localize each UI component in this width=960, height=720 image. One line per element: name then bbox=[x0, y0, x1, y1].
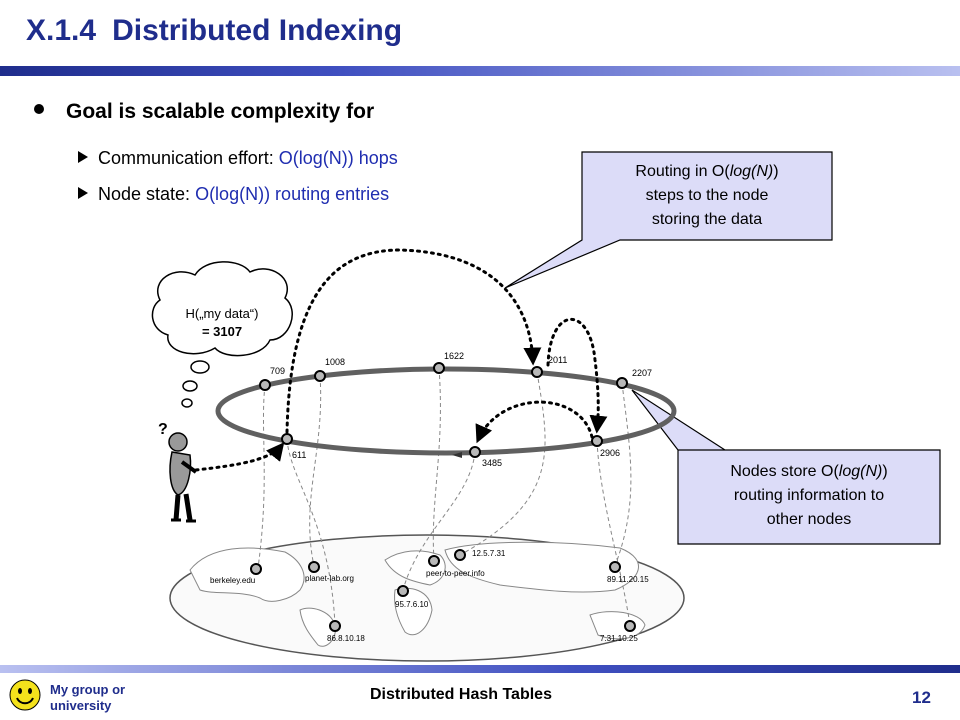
callout-right-line2: routing information to bbox=[733, 487, 885, 504]
footer-title: Distributed Hash Tables bbox=[370, 686, 552, 703]
sub-bullet-node-state: Node state: O(log(N)) routing entries bbox=[78, 184, 389, 205]
callout-right-text: Nodes store O(log(N)) routing informatio… bbox=[680, 460, 938, 532]
callout-top-line2: steps to the node bbox=[645, 187, 769, 204]
world-node-label: planet-lab.org bbox=[305, 574, 354, 583]
triangle-bullet-icon bbox=[78, 151, 88, 164]
thought-line2: = 3107 bbox=[202, 324, 242, 339]
world-node bbox=[397, 585, 409, 597]
ring-node bbox=[531, 366, 543, 378]
world-node bbox=[428, 555, 440, 567]
ring-node-label: 2906 bbox=[600, 448, 620, 458]
bullet-text: Goal is scalable complexity for bbox=[66, 100, 375, 123]
sub-bullet-label: Node state: bbox=[98, 184, 196, 204]
world-node-circles bbox=[250, 549, 636, 632]
title-divider bbox=[0, 66, 960, 76]
thought-cloud bbox=[151, 261, 293, 408]
title-text: Distributed Indexing bbox=[112, 14, 403, 47]
page-number: 12 bbox=[912, 688, 931, 707]
ring-direction-arrow bbox=[452, 452, 462, 458]
sub-bullet-communication: Communication effort: O(log(N)) hops bbox=[78, 148, 398, 169]
callout-top-text: Routing in O(log(N)) steps to the node s… bbox=[584, 160, 830, 232]
main-bullet: Goal is scalable complexity for bbox=[34, 100, 374, 124]
world-node bbox=[624, 620, 636, 632]
ring-node-label: 611 bbox=[292, 450, 306, 460]
world-map bbox=[169, 534, 685, 662]
ring-node bbox=[616, 377, 628, 389]
dht-ring bbox=[215, 366, 677, 456]
bullet-dot-icon bbox=[34, 104, 44, 115]
section-number: X.1.4 bbox=[26, 14, 97, 47]
triangle-bullet-icon bbox=[78, 187, 88, 200]
world-node bbox=[329, 620, 341, 632]
callout-top-line1: Routing in O(log(N)) bbox=[635, 163, 779, 180]
route-arrow-main bbox=[285, 248, 542, 434]
sub-bullet-label: Communication effort: bbox=[98, 148, 279, 168]
world-node-label: peer-to-peer.info bbox=[426, 569, 485, 578]
smiley-logo-icon bbox=[9, 679, 41, 711]
slide-title: X.1.4 Distributed Indexing bbox=[26, 14, 402, 48]
projection-lines bbox=[257, 367, 632, 626]
route-arrow-back bbox=[475, 400, 594, 444]
ring-node-label: 2207 bbox=[632, 368, 652, 378]
world-node-label: 86.8.10.18 bbox=[327, 634, 365, 643]
world-node bbox=[454, 549, 466, 561]
sub-bullet-value: O(log(N)) routing entries bbox=[195, 184, 390, 204]
person-figure-icon: ? bbox=[158, 421, 198, 523]
ring-node-label: 709 bbox=[270, 366, 285, 376]
footer-divider bbox=[0, 665, 960, 673]
ring-node bbox=[259, 379, 271, 391]
ring-node bbox=[314, 370, 326, 382]
world-node-label: 12.5.7.31 bbox=[472, 549, 506, 558]
route-arrow-hop bbox=[546, 317, 608, 434]
ring-node-label: 2011 bbox=[548, 355, 567, 365]
world-node bbox=[250, 563, 262, 575]
world-node bbox=[308, 561, 320, 573]
ring-node bbox=[433, 362, 445, 374]
world-node-label: 95.7.6.10 bbox=[395, 600, 429, 609]
world-node-label: 89.11.20.15 bbox=[607, 575, 649, 584]
ring-node bbox=[591, 435, 603, 447]
callout-right-line3: other nodes bbox=[766, 511, 852, 528]
callout-right-line1: Nodes store O(log(N)) bbox=[730, 463, 888, 480]
ring-node-label: 1008 bbox=[325, 357, 345, 367]
ring-node-circles bbox=[259, 362, 628, 458]
ring-node-label: 1622 bbox=[444, 351, 464, 361]
svg-text:?: ? bbox=[158, 421, 168, 438]
world-node-label: berkeley.edu bbox=[210, 576, 255, 585]
footer-org-line1: My group or bbox=[50, 682, 126, 697]
request-arrow bbox=[194, 442, 285, 472]
ring-node bbox=[281, 433, 293, 445]
world-node bbox=[609, 561, 621, 573]
world-node-label: 7.31.10.25 bbox=[600, 634, 638, 643]
thought-line1: H(„my data“) bbox=[186, 306, 259, 321]
sub-bullet-value: O(log(N)) hops bbox=[278, 148, 398, 168]
footer-org: My group or university bbox=[50, 682, 125, 714]
footer-org-line2: university bbox=[50, 698, 112, 713]
ring-node bbox=[469, 446, 481, 458]
callout-top-line3: storing the data bbox=[651, 211, 763, 228]
ring-node-label: 3485 bbox=[482, 458, 502, 468]
callout-top-box bbox=[504, 151, 833, 289]
